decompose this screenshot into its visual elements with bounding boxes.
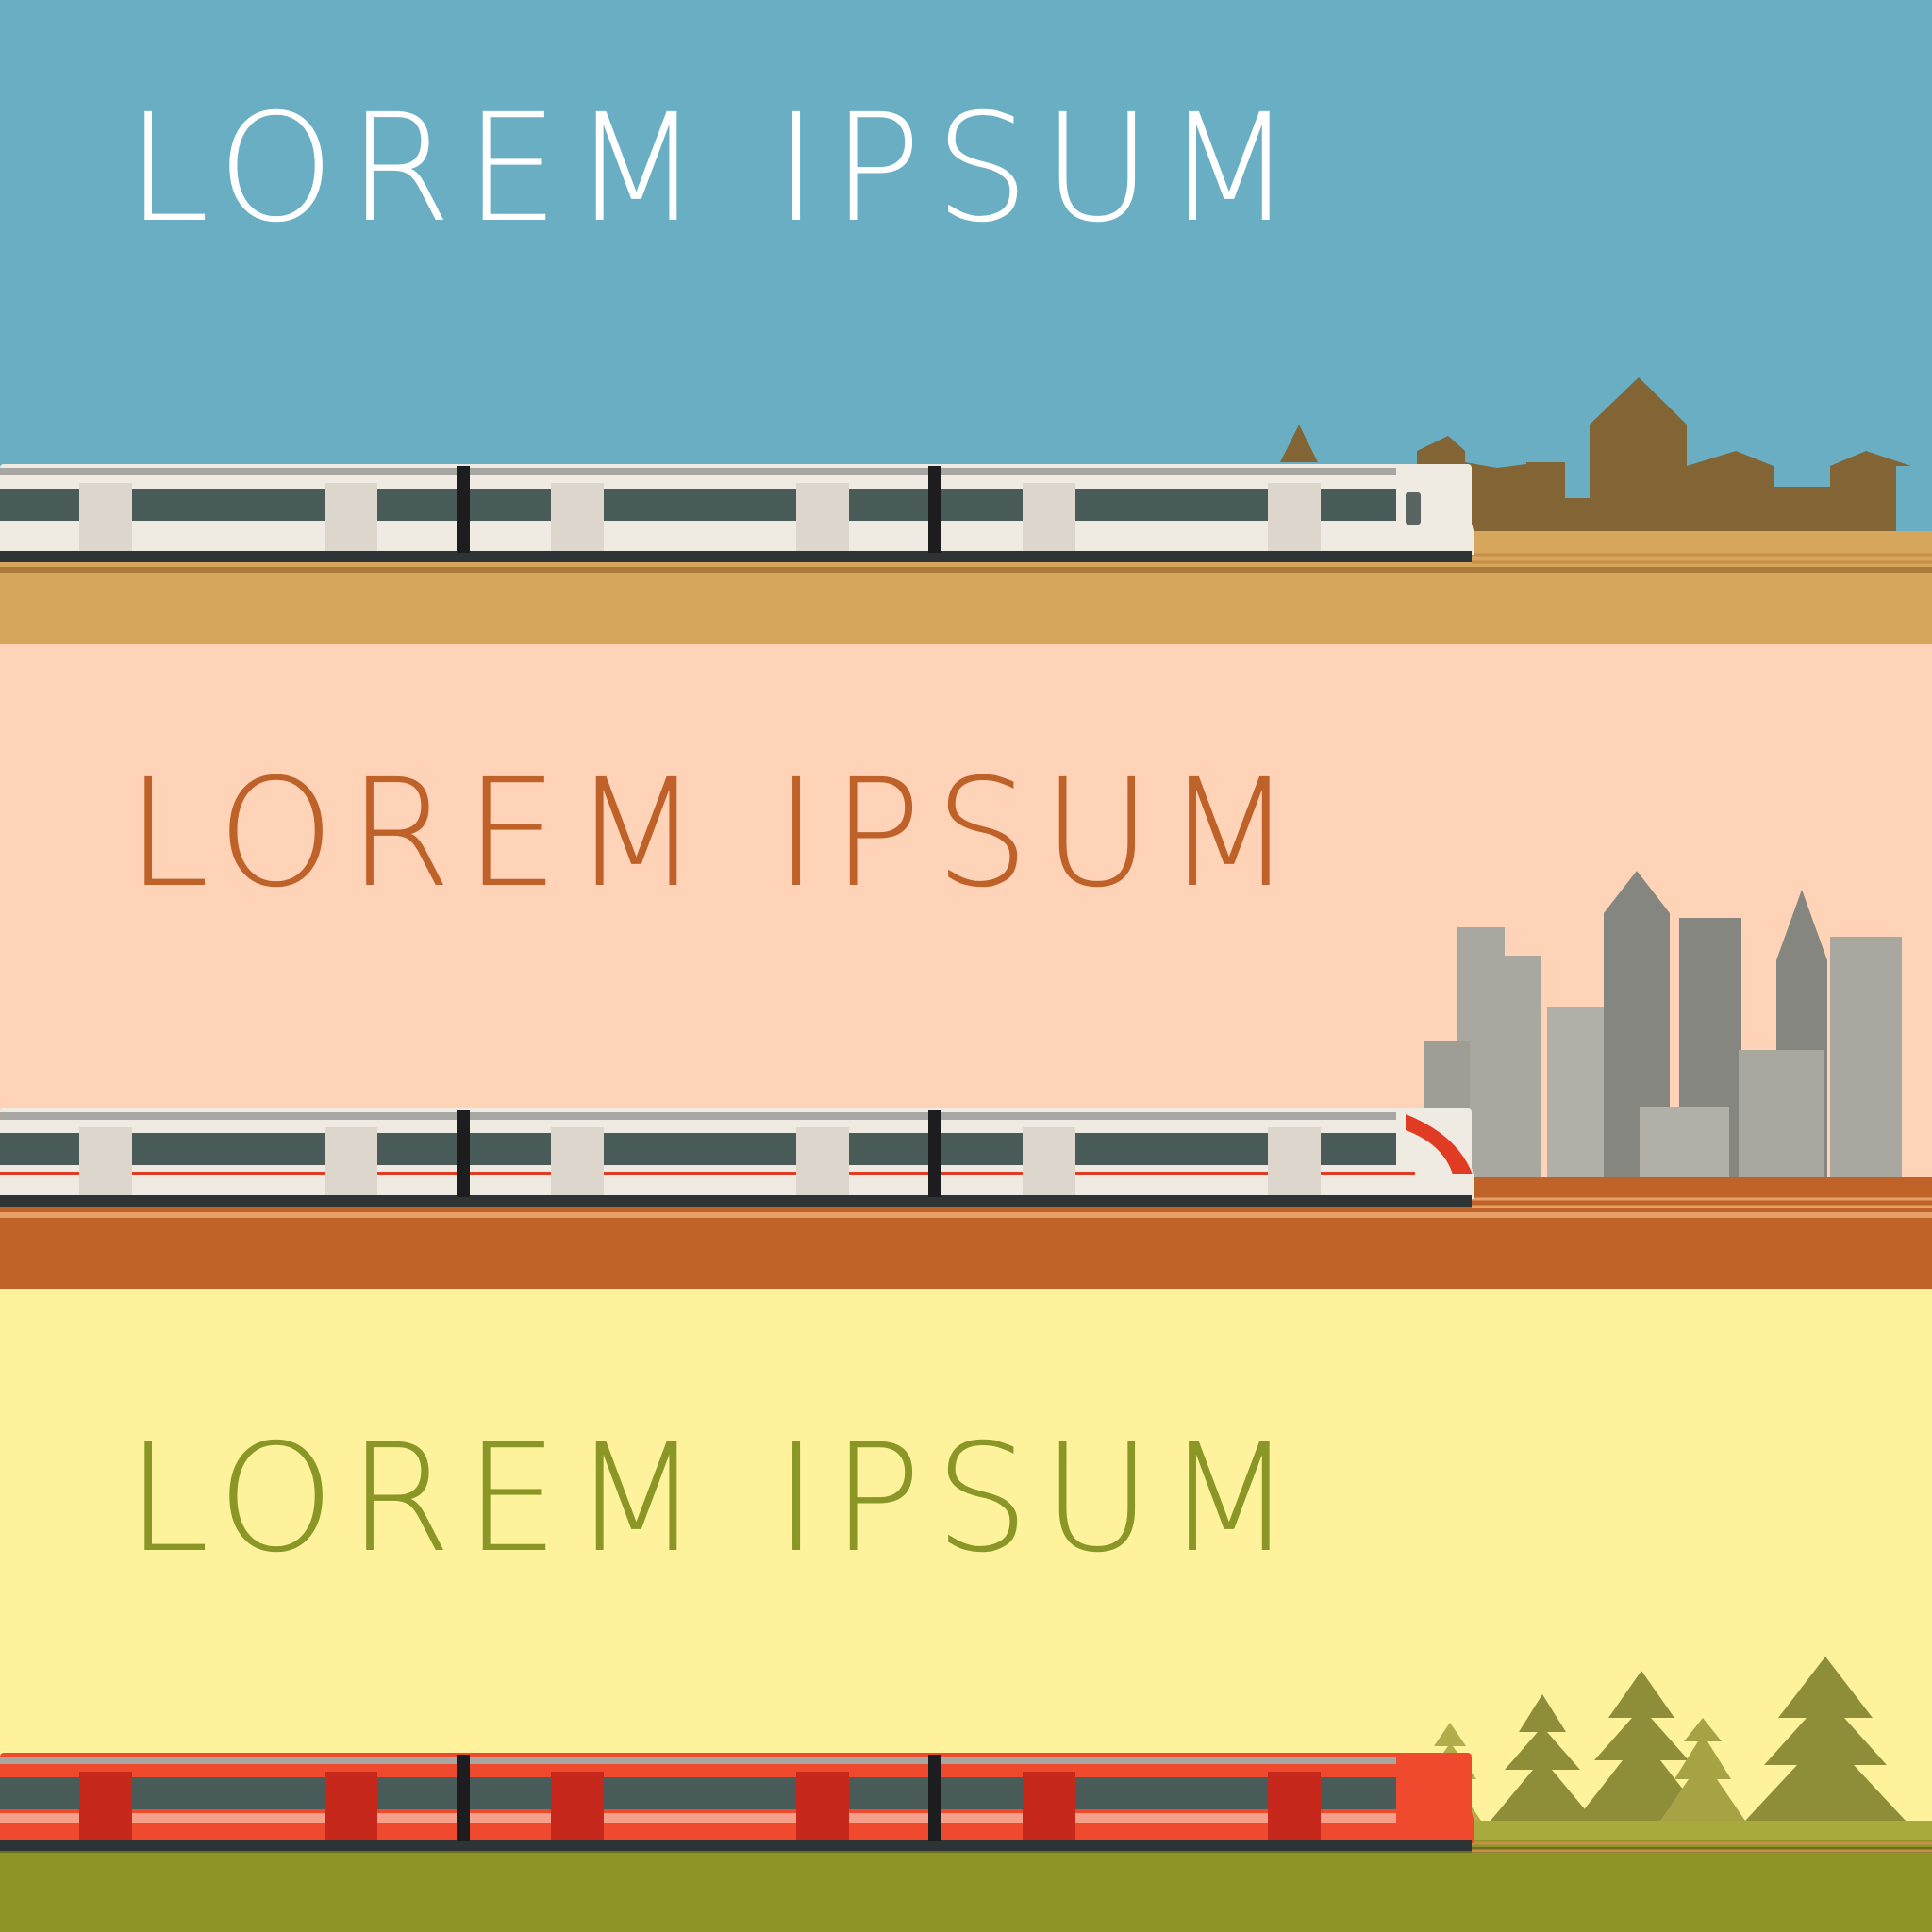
train <box>0 464 1474 562</box>
banner-city: LOREM IPSUM <box>0 644 1932 1289</box>
forest-trees <box>1420 1657 1932 1840</box>
town-scene <box>0 0 1932 644</box>
banner-title: LOREM IPSUM <box>126 82 1307 256</box>
town-skyline <box>1280 377 1911 531</box>
city-scene <box>0 644 1932 1289</box>
train <box>0 1108 1474 1207</box>
banner-town: LOREM IPSUM <box>0 0 1932 644</box>
train <box>0 1753 1474 1851</box>
city-skyline <box>1424 871 1902 1177</box>
rail-track <box>0 553 1932 573</box>
banner-title: LOREM IPSUM <box>126 747 1307 921</box>
forest-scene <box>0 1289 1932 1932</box>
rail-track <box>0 1197 1932 1218</box>
banner-title: LOREM IPSUM <box>126 1412 1307 1586</box>
banner-forest: LOREM IPSUM <box>0 1289 1932 1932</box>
